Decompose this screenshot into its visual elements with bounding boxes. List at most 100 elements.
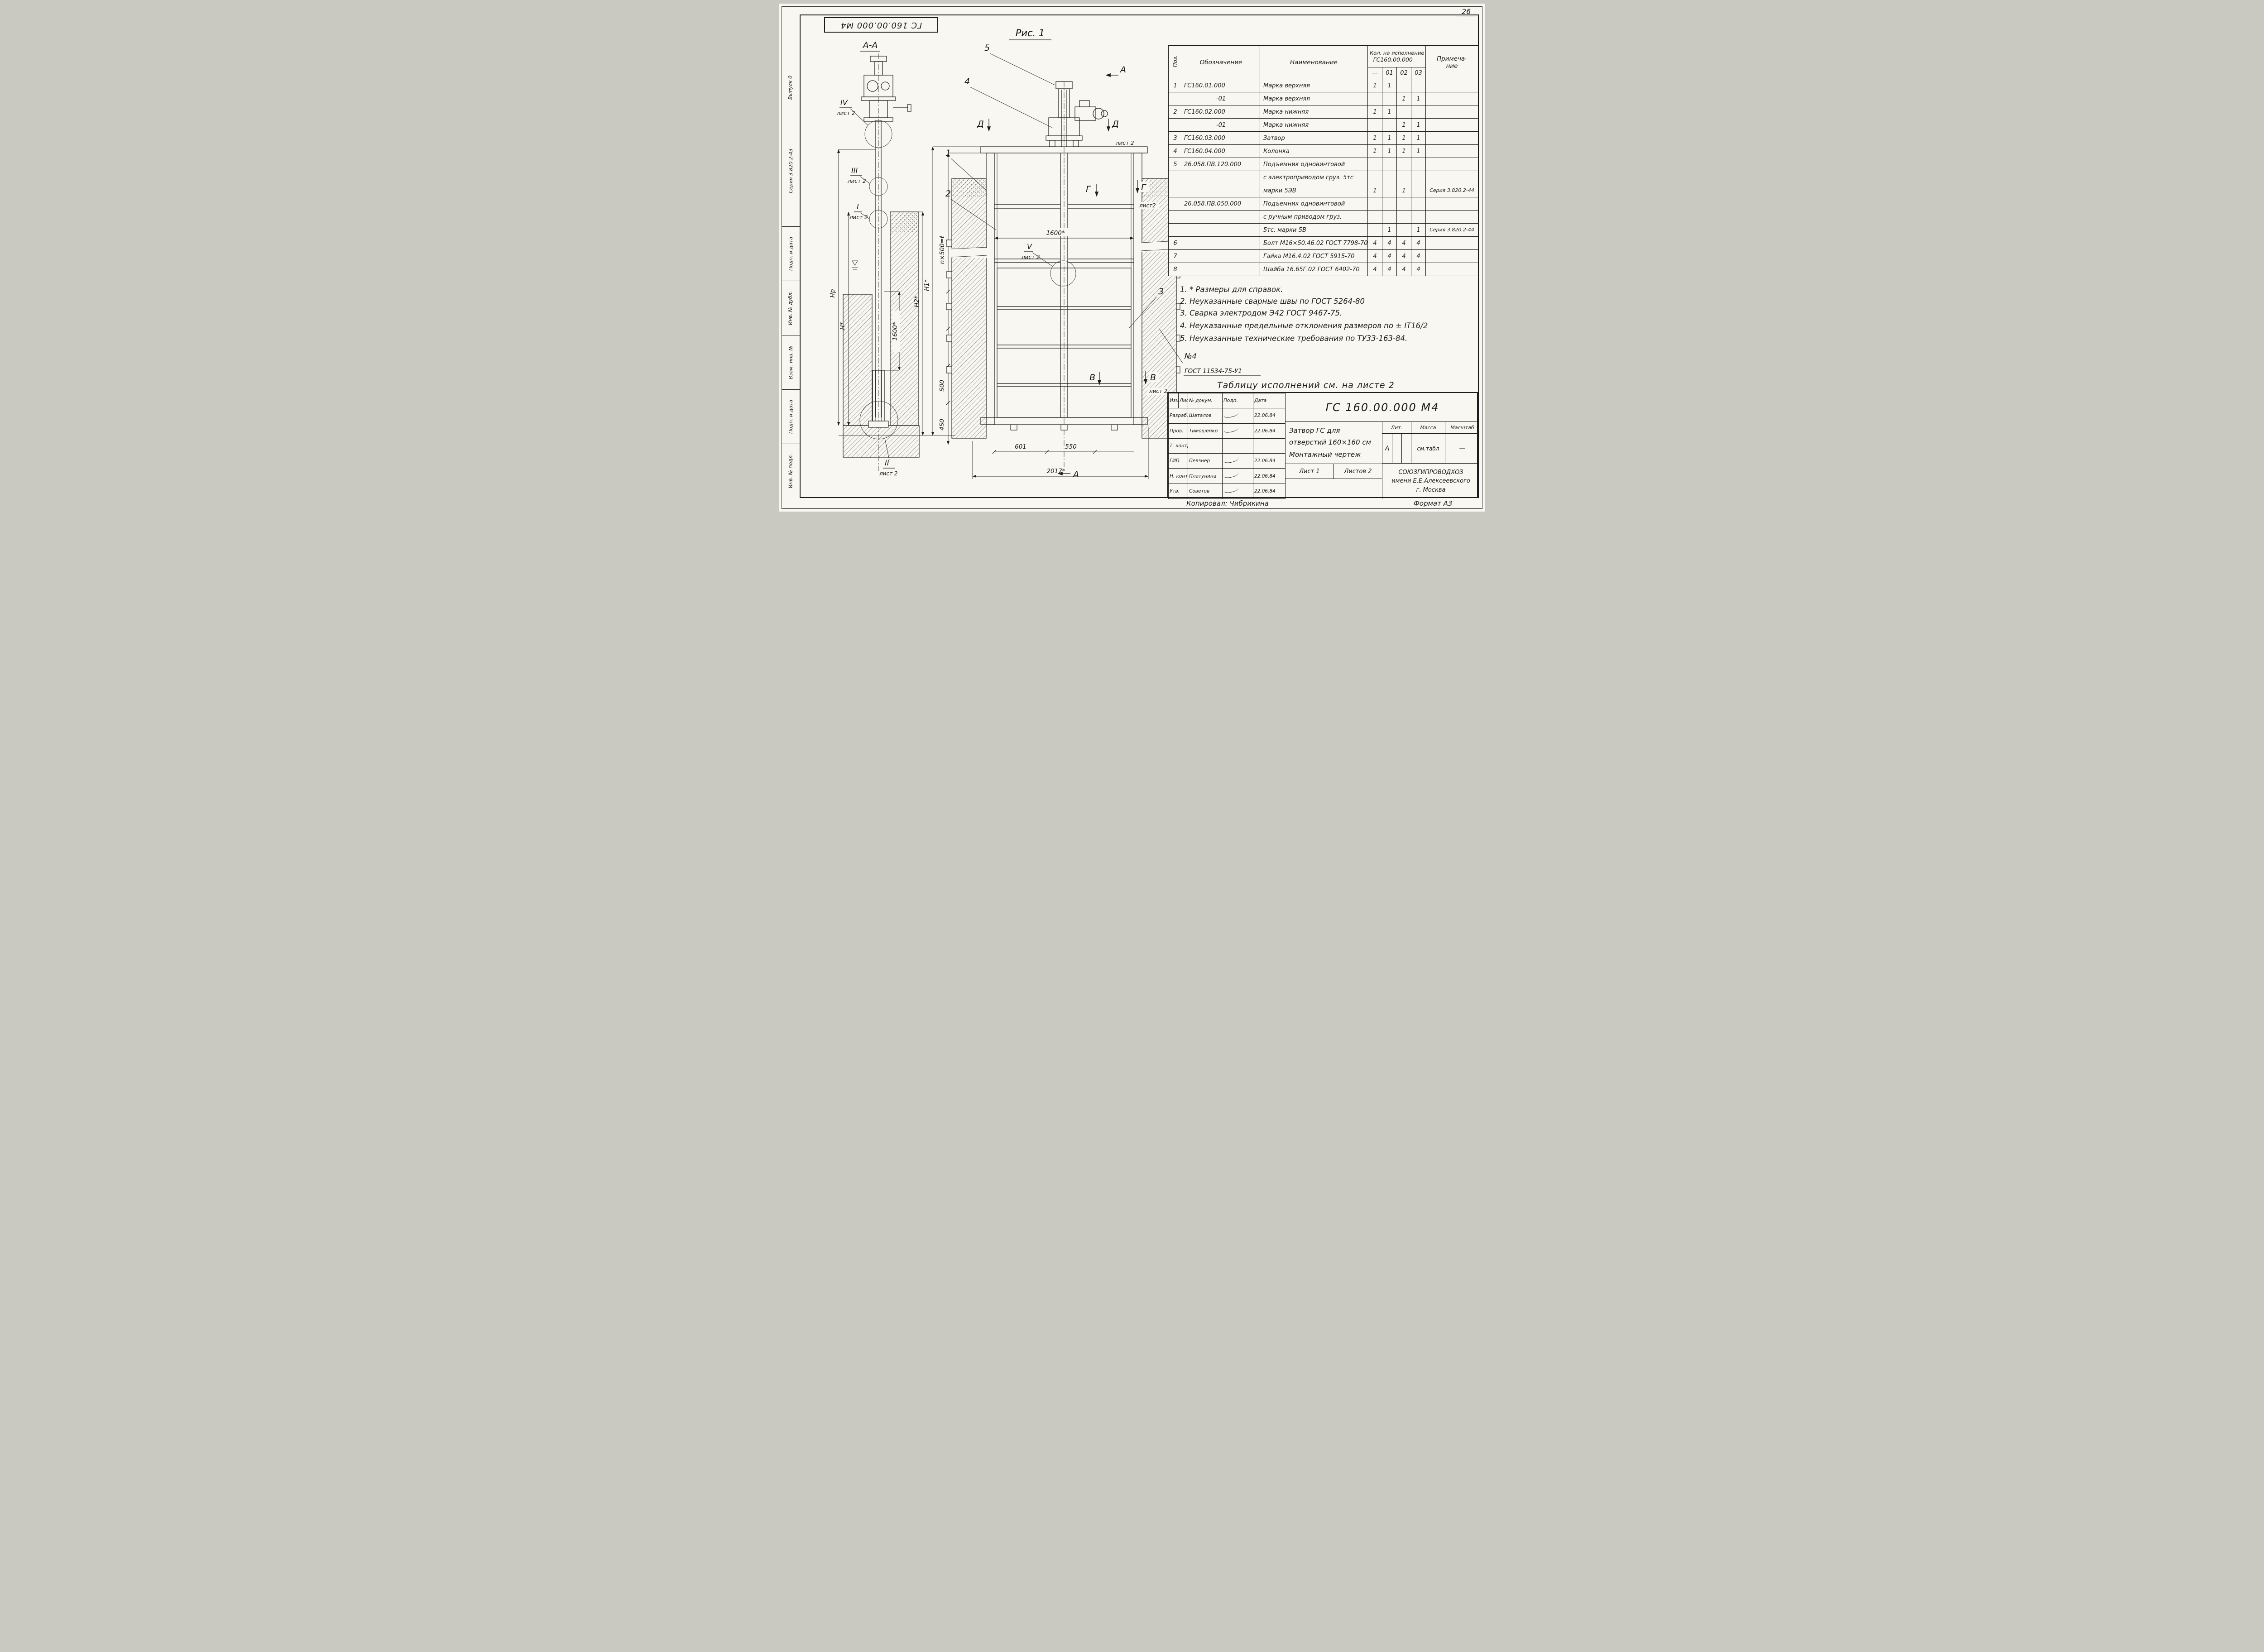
- qty-cell: [1367, 92, 1382, 105]
- designation-cell: [1182, 210, 1260, 224]
- parts-row: с электроприводом груз. 5тс: [1168, 171, 1479, 184]
- qty-cell: [1382, 184, 1397, 197]
- qty-cell: 1: [1396, 184, 1411, 197]
- note-cell: [1425, 249, 1479, 263]
- sheet-ref-text: лист2: [1139, 202, 1156, 209]
- qty-cell: [1410, 210, 1426, 224]
- margin-cell-podp-2: Подп. и дата: [782, 389, 800, 444]
- qty-cell: 1: [1367, 79, 1382, 92]
- dim-h2: Н2*: [890, 211, 925, 436]
- organization-line: г. Москва: [1416, 486, 1446, 493]
- weld-reference: №4 ГОСТ 11534-75-У1: [1159, 328, 1261, 376]
- drawing-sheet: 26 ГС 160.00.000 М4 Выпуск 0 Серия 3.820…: [779, 4, 1485, 512]
- designation-header: Обозначение: [1182, 45, 1260, 79]
- margin-cell-inv-podl: Инв. № подл.: [782, 444, 800, 498]
- empty-cell: [1285, 479, 1382, 499]
- qty-cell: 4: [1410, 263, 1426, 276]
- qty-cell: [1396, 79, 1411, 92]
- qty-cell: 4: [1396, 263, 1411, 276]
- qty-cell: 1: [1367, 105, 1382, 119]
- lit-value: А: [1382, 434, 1392, 464]
- signature-mark: [1223, 427, 1239, 433]
- sheet-ref-text: лист 2: [879, 470, 898, 477]
- name-cell: Марка нижняя: [1260, 118, 1368, 132]
- callout-1: 1: [945, 148, 987, 191]
- note-cell: [1425, 197, 1479, 211]
- mass-value: см.табл: [1411, 434, 1445, 464]
- dim-h1: Н1*: [839, 146, 981, 436]
- gate-seat: [868, 421, 889, 428]
- section-letter-v: В: [1089, 373, 1095, 383]
- role-cell: Н. контр.: [1168, 468, 1188, 484]
- section-mark-a-bottom: А: [1057, 469, 1079, 479]
- gate-leaf-section: [872, 370, 885, 421]
- detail-circle-i: [869, 210, 888, 229]
- pos-cell: [1168, 92, 1182, 105]
- qty-cell: 1: [1396, 92, 1411, 105]
- name-cell: Подъемник одновинтовой: [1260, 158, 1368, 171]
- detail-label-iii: III лист 2: [847, 166, 871, 184]
- pos-cell: 3: [1168, 131, 1182, 145]
- qty-cell: [1410, 158, 1426, 171]
- name-cell: Подъемник одновинтовой: [1260, 197, 1368, 211]
- signature-mark: [1223, 487, 1239, 493]
- qty-cell: 1: [1367, 144, 1382, 158]
- section-letter-g: Г: [1086, 184, 1091, 194]
- name-cell: Советов: [1188, 483, 1223, 499]
- note-header-line1: Примеча-: [1436, 55, 1468, 62]
- note-cell: [1425, 210, 1479, 224]
- designation-cell: -01: [1182, 92, 1260, 105]
- qty-subcol: 01: [1382, 67, 1397, 79]
- pos-cell: [1168, 118, 1182, 132]
- detail-roman-v: V: [1027, 242, 1032, 251]
- pos-cell: 7: [1168, 249, 1182, 263]
- qty-cell: [1396, 223, 1411, 237]
- pos-cell: 4: [1168, 144, 1182, 158]
- qty-cell: [1382, 197, 1397, 211]
- signature-cell: [1222, 468, 1253, 484]
- margin-cell-label: Подп. и дата: [787, 400, 794, 434]
- callout-number: 2: [945, 189, 951, 199]
- signature-cell: [1222, 408, 1253, 424]
- qty-cell: 4: [1382, 249, 1397, 263]
- dim-label-h: Н*: [839, 322, 846, 330]
- role-cell: Пров.: [1168, 423, 1188, 439]
- pos-cell: 2: [1168, 105, 1182, 119]
- qty-cell: 4: [1396, 249, 1411, 263]
- sheets-total: Листов 2: [1334, 464, 1382, 479]
- scale-value: —: [1445, 434, 1479, 464]
- qty-cell: 1: [1410, 131, 1426, 145]
- detail-label-v: V лист 2: [1021, 242, 1076, 287]
- qty-cell: [1367, 118, 1382, 132]
- dim-label-n500: n×500=ℓ: [939, 236, 946, 264]
- qty-cell: 1: [1410, 144, 1426, 158]
- tb-row-tkontr: Т. контр.: [1168, 438, 1285, 454]
- name-cell: Затвор: [1260, 131, 1368, 145]
- sheet-page-number: 26: [1457, 7, 1475, 16]
- qty-cell: [1410, 171, 1426, 184]
- pos-cell: 5: [1168, 158, 1182, 171]
- dim-h: Н*: [839, 211, 850, 426]
- margin-series: Серия 3.820.2-43: [782, 120, 800, 222]
- weld-gost: ГОСТ 11534-75-У1: [1185, 368, 1242, 375]
- role-cell: Утв.: [1168, 483, 1188, 499]
- qty-cell: 1: [1367, 131, 1382, 145]
- note-cell: [1425, 158, 1479, 171]
- title-block-right: ГС 160.00.000 М4 Затвор ГС для отверстий…: [1285, 393, 1479, 499]
- designation-cell: ГС160.04.000: [1182, 144, 1260, 158]
- dim-label-h2: Н2*: [913, 296, 921, 307]
- section-mark-a-top: А: [1105, 65, 1126, 77]
- name-cell: Гайка М16.4.02 ГОСТ 5915-70: [1260, 249, 1368, 263]
- issue-label: Выпуск 0: [787, 75, 794, 100]
- qty-cell: 4: [1382, 236, 1397, 250]
- detail-circle-iii: [869, 177, 888, 196]
- qty-cell: [1382, 92, 1397, 105]
- dim-label-450: 450: [939, 419, 946, 431]
- document-title: Затвор ГС для отверстий 160×160 см Монта…: [1285, 422, 1382, 464]
- doc-title-line: отверстий 160×160 см: [1289, 438, 1371, 447]
- scale-label: Масштаб: [1445, 422, 1479, 434]
- qty-cell: [1410, 105, 1426, 119]
- tb-header-row: Изм. Лист № докум. Подп. Дата: [1168, 393, 1285, 409]
- sheet-ref-text: лист 2: [1021, 254, 1040, 260]
